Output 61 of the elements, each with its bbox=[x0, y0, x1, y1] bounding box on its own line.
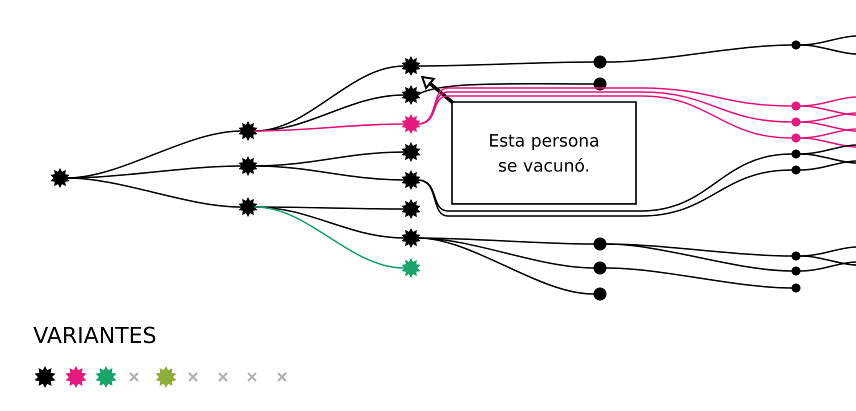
branch-line bbox=[254, 206, 406, 239]
virus-icon bbox=[402, 114, 421, 134]
dot bbox=[792, 266, 800, 276]
dot bbox=[792, 102, 800, 110]
branch-line bbox=[606, 243, 792, 272]
virus-icon bbox=[238, 121, 258, 141]
branch-line bbox=[417, 95, 792, 139]
branch-line bbox=[800, 246, 856, 257]
branch-line bbox=[254, 123, 406, 132]
legend-title: VARIANTES bbox=[33, 326, 156, 344]
dot bbox=[792, 118, 800, 126]
branch-line bbox=[800, 144, 856, 155]
branch-line bbox=[417, 82, 594, 96]
virus-icon bbox=[402, 258, 421, 278]
branch-line bbox=[800, 160, 856, 171]
virus-icon bbox=[402, 170, 421, 190]
dot bbox=[792, 150, 800, 158]
branch-line bbox=[66, 165, 242, 179]
branch-line bbox=[800, 105, 856, 116]
branch-line bbox=[800, 153, 856, 164]
branch-line bbox=[606, 44, 792, 63]
virus-icon bbox=[402, 228, 421, 248]
dot bbox=[792, 283, 800, 292]
callout-box: Esta persona se vacunó. bbox=[451, 101, 637, 205]
virus-icon bbox=[238, 156, 258, 176]
branch-line bbox=[254, 151, 406, 167]
branch-line bbox=[66, 177, 242, 208]
branch-line bbox=[800, 112, 856, 123]
branch-line bbox=[417, 169, 792, 217]
dot bbox=[792, 133, 800, 142]
branch-line bbox=[800, 121, 856, 132]
branch-line bbox=[417, 61, 594, 67]
branch-line bbox=[800, 35, 856, 46]
virus-icon bbox=[402, 199, 421, 219]
dot bbox=[594, 287, 606, 300]
virus-icon bbox=[402, 56, 421, 76]
branch-line bbox=[800, 255, 856, 266]
branch-line bbox=[800, 137, 856, 148]
virus-icon bbox=[402, 142, 421, 162]
branch-line bbox=[254, 165, 406, 181]
virus-icon bbox=[402, 84, 421, 105]
dot bbox=[594, 261, 606, 274]
branch-line bbox=[417, 237, 594, 245]
branch-line bbox=[800, 261, 856, 272]
branch-line bbox=[254, 206, 406, 210]
virus-icon bbox=[238, 197, 258, 217]
virus-icon bbox=[50, 168, 70, 188]
branch-line bbox=[800, 96, 856, 107]
dot bbox=[594, 78, 606, 90]
branch-line bbox=[254, 206, 406, 269]
dot bbox=[792, 166, 800, 174]
branch-line bbox=[606, 243, 792, 257]
dot bbox=[792, 251, 800, 260]
dot bbox=[792, 40, 800, 50]
branch-line bbox=[606, 267, 792, 289]
branch-line bbox=[800, 44, 856, 55]
dot bbox=[594, 56, 606, 68]
dot bbox=[594, 237, 606, 250]
branch-line bbox=[417, 237, 594, 269]
branch-line bbox=[417, 237, 594, 295]
branch-line bbox=[800, 128, 856, 139]
